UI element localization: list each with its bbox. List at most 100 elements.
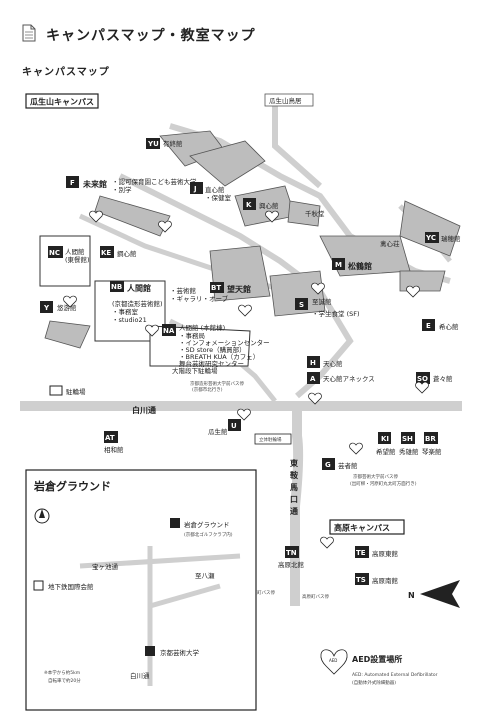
torii-label: 瓜生山鳥居: [269, 96, 302, 105]
svg-text:人間館: 人間館: [127, 283, 151, 293]
svg-text:・studio21: ・studio21: [112, 316, 147, 324]
building-e[interactable]: E 希心館: [422, 319, 459, 331]
building-h[interactable]: H 天心館: [307, 356, 343, 368]
building-s[interactable]: S 至誠館 ・学生食堂 (SF): [295, 297, 360, 318]
svg-text:YU: YU: [147, 140, 159, 148]
conbini: 立体駐輪場: [254, 433, 292, 445]
svg-text:瑞穂館: 瑞穂館: [441, 234, 461, 243]
svg-text:立体駐輪場: 立体駐輪場: [259, 436, 282, 443]
svg-text:希心館: 希心館: [439, 322, 459, 331]
svg-text:・事務室: ・事務室: [112, 307, 139, 316]
aed-marker-icon: [63, 295, 77, 308]
building-nc[interactable]: NC 人間館 (東餐館): [48, 246, 90, 264]
svg-text:有終館: 有終館: [163, 139, 183, 148]
svg-text:至誠館: 至誠館: [312, 297, 332, 306]
svg-text:Y: Y: [43, 304, 50, 312]
aed-marker-icon: [406, 285, 420, 298]
svg-text:BR: BR: [425, 435, 436, 443]
aed-legend: AED AED設置場所 AED: Automated External Defi…: [320, 649, 438, 686]
svg-text:・保健室: ・保健室: [205, 193, 232, 202]
building-tn[interactable]: TN 高原北館: [278, 546, 305, 569]
svg-text:KI: KI: [381, 435, 389, 443]
building-k[interactable]: K 興心館: [243, 198, 279, 210]
svg-text:YC: YC: [425, 234, 436, 242]
torii-label-box: [264, 93, 314, 107]
aed-marker-icon: [320, 536, 334, 549]
north-small-icon: [34, 508, 50, 524]
building-m[interactable]: M 松鶴館: [332, 258, 372, 271]
svg-text:U: U: [231, 422, 237, 430]
iwakura-roads: [79, 546, 241, 686]
svg-text:希望館: 希望館: [376, 447, 396, 456]
campus-map-svg: 瓜生山キャンパス 瓜生山鳥居 YU 有終館 F 未来館 ・認可保育園こども芸術大…: [20, 93, 462, 711]
svg-text:E: E: [426, 322, 431, 330]
aed-marker-icon: [158, 220, 172, 233]
takara-label: 宝ヶ池通: [92, 562, 119, 571]
shirakawa-road-label: 白川通: [132, 405, 156, 415]
aed-markers: [63, 210, 429, 549]
svg-text:(京都造形芸術館): (京都造形芸術館): [112, 299, 163, 308]
takahara-label-box: [329, 519, 405, 535]
iwakura-note-2: 自転車で約20分: [48, 677, 81, 684]
svg-text:・別学: ・別学: [112, 185, 132, 194]
building-ts[interactable]: TS 高原南館: [355, 573, 399, 585]
building-j[interactable]: J 直心館 ・保健室: [190, 182, 232, 202]
svg-text:(東餐館): (東餐館): [65, 255, 90, 264]
station-label: 地下鉄国際会館: [48, 582, 94, 591]
svg-text:・学生食堂 (SF): ・学生食堂 (SF): [312, 309, 360, 318]
building-g[interactable]: G 芸者館: [322, 458, 358, 470]
building-at[interactable]: AT 相和館: [104, 431, 124, 454]
building-ki[interactable]: KI 希望館: [376, 432, 396, 456]
building-br[interactable]: BR 琴楽館: [422, 432, 442, 456]
building-te[interactable]: TE 高原東館: [355, 546, 399, 558]
svg-text:NC: NC: [49, 249, 60, 257]
under-parking-label: 大階段下駐輪場: [172, 366, 218, 375]
svg-text:J: J: [193, 185, 197, 193]
building-yc[interactable]: YC 瑞穂館: [425, 232, 461, 243]
svg-text:M: M: [335, 261, 342, 269]
svg-text:AED設置場所: AED設置場所: [352, 654, 402, 664]
building-ke[interactable]: KE 鋼心館: [100, 246, 137, 258]
svg-text:TE: TE: [356, 549, 366, 557]
svg-text:駐輪場: 駐輪場: [66, 387, 86, 396]
iwakura-note-1: ※本学から約5km: [44, 669, 80, 676]
svg-text:(京都北ゴルフクラブ内): (京都北ゴルフクラブ内): [184, 531, 233, 538]
building-u[interactable]: U 瓜生館: [208, 419, 241, 436]
svg-text:N: N: [408, 591, 415, 600]
building-yu[interactable]: YU 有終館: [146, 138, 183, 149]
svg-text:高原東館: 高原東館: [372, 549, 399, 558]
svg-text:S: S: [299, 301, 304, 309]
svg-text:芸者館: 芸者館: [338, 461, 358, 470]
building-y[interactable]: Y 悠游館: [40, 301, 77, 313]
svg-text:望天館: 望天館: [227, 284, 251, 294]
section-title: キャンパスマップ: [22, 67, 110, 78]
svg-text:悠游館: 悠游館: [57, 303, 77, 312]
building-bt[interactable]: BT 望天館 ・芸術館 ・ギャラリ・オーブ: [170, 282, 251, 303]
document-icon: [22, 24, 36, 42]
svg-text:瓜生館: 瓜生館: [208, 427, 228, 436]
svg-text:直心館: 直心館: [205, 185, 225, 194]
svg-text:BT: BT: [211, 284, 221, 292]
iwakura-inset: [25, 469, 257, 711]
building-so[interactable]: SO 蒼々館: [416, 372, 453, 384]
svg-text:・SD store（購買部）: ・SD store（購買部）: [179, 345, 246, 354]
building-a[interactable]: A 天心館アネックス: [307, 372, 375, 384]
svg-text:KE: KE: [101, 249, 111, 257]
svg-text:高原町バス停: 高原町バス停: [302, 593, 329, 600]
building-f[interactable]: F 未来館 ・認可保育園こども芸術大学 ・別学: [66, 176, 197, 194]
building-nb[interactable]: NB 人間館 (京都造形芸術館) ・事務室 ・studio21: [110, 281, 163, 324]
building-na[interactable]: NA 人間館 (本館棟) ・事務局 ・インフォメーションセンター ・SD sto…: [162, 323, 270, 368]
shihasse-label: 至八瀬: [195, 571, 215, 580]
aed-marker-icon: [89, 210, 103, 223]
svg-text:NB: NB: [111, 283, 122, 291]
svg-text:TS: TS: [356, 576, 366, 584]
svg-text:F: F: [70, 179, 75, 187]
iwakura-shirakawa-label: 白川通: [130, 671, 150, 680]
aed-marker-icon: [349, 442, 363, 455]
svg-text:天心館アネックス: 天心館アネックス: [323, 374, 375, 383]
bus-stop-north: 京都造形芸術大学前バス停: [190, 380, 244, 387]
svg-text:(出町柳・河原町丸太町方面行き): (出町柳・河原町丸太町方面行き): [350, 480, 417, 487]
svg-text:・事務局: ・事務局: [179, 331, 205, 340]
uryuyama-label: 瓜生山キャンパス: [30, 97, 94, 107]
building-sh[interactable]: SH 秀雄館: [399, 432, 419, 456]
